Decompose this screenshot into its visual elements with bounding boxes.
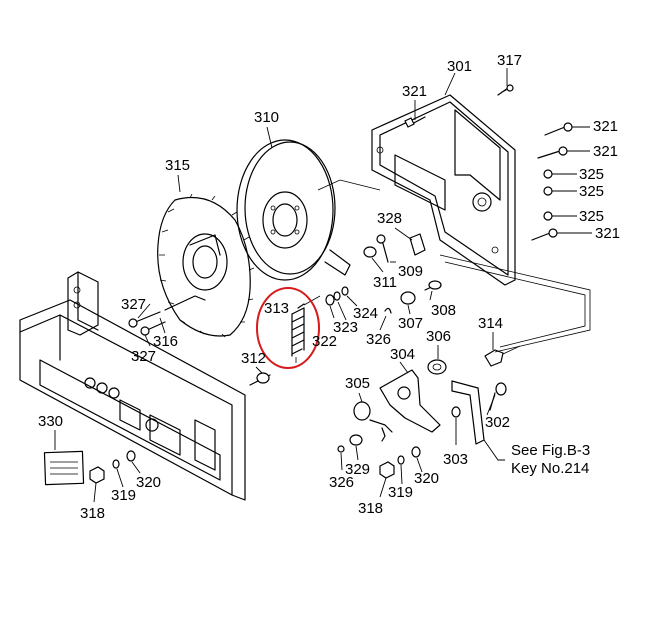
- callout-318-b: 318: [80, 505, 105, 522]
- callout-327-b: 327: [131, 348, 156, 365]
- note-line-2: Key No.214: [511, 460, 589, 477]
- leader-lines: [54, 68, 592, 503]
- callout-314: 314: [478, 315, 503, 332]
- callout-329: 329: [345, 461, 370, 478]
- callout-325-a: 325: [579, 166, 604, 183]
- part-301-back-plate: [371, 94, 516, 286]
- callout-323: 323: [333, 319, 358, 336]
- callout-325-b: 325: [579, 183, 604, 200]
- callout-321-a: 321: [402, 83, 427, 100]
- callout-304: 304: [390, 346, 415, 363]
- callout-309: 309: [398, 263, 423, 280]
- callout-320-b: 320: [136, 474, 161, 491]
- callout-322: 322: [312, 333, 337, 350]
- callout-327-a: 327: [121, 296, 146, 313]
- note-line-1: See Fig.B-3: [511, 442, 590, 459]
- screws-and-bushings: [128, 84, 573, 386]
- highlight-ring: [256, 287, 320, 369]
- callout-302: 302: [485, 414, 510, 431]
- callout-326-b: 326: [329, 474, 354, 491]
- part-304-lever-plate: [43, 369, 507, 486]
- callout-321-b: 321: [593, 118, 618, 135]
- callout-318-a: 318: [358, 500, 383, 517]
- callout-labels: 301 317 321 321 321 321 325 325 325 310 …: [38, 52, 620, 522]
- callout-312: 312: [241, 350, 266, 367]
- callout-306: 306: [426, 328, 451, 345]
- callout-303: 303: [443, 451, 468, 468]
- callout-319-a: 319: [388, 484, 413, 501]
- frame-bracket: [19, 271, 246, 501]
- callout-319-b: 319: [111, 487, 136, 504]
- callout-320-a: 320: [414, 470, 439, 487]
- reference-note: See Fig.B-3 Key No.214: [511, 442, 590, 477]
- callout-330: 330: [38, 413, 63, 430]
- callout-326-a: 326: [366, 331, 391, 348]
- callout-308: 308: [431, 302, 456, 319]
- callout-315: 315: [165, 157, 190, 174]
- part-310-disc: [236, 139, 351, 281]
- callout-328: 328: [377, 210, 402, 227]
- callout-324: 324: [353, 305, 378, 322]
- callout-313: 313: [264, 300, 289, 317]
- callout-325-c: 325: [579, 208, 604, 225]
- callout-310: 310: [254, 109, 279, 126]
- callout-321-d: 321: [595, 225, 620, 242]
- callout-311: 311: [373, 274, 397, 291]
- callout-307: 307: [398, 315, 423, 332]
- part-315-cutter-wheel: [157, 193, 255, 338]
- callout-321-c: 321: [593, 143, 618, 160]
- callout-305: 305: [345, 375, 370, 392]
- callout-301: 301: [447, 58, 472, 75]
- callout-316: 316: [153, 333, 178, 350]
- callout-317: 317: [497, 52, 522, 69]
- connector-rods: [317, 179, 591, 353]
- part-313-spring: [291, 295, 321, 363]
